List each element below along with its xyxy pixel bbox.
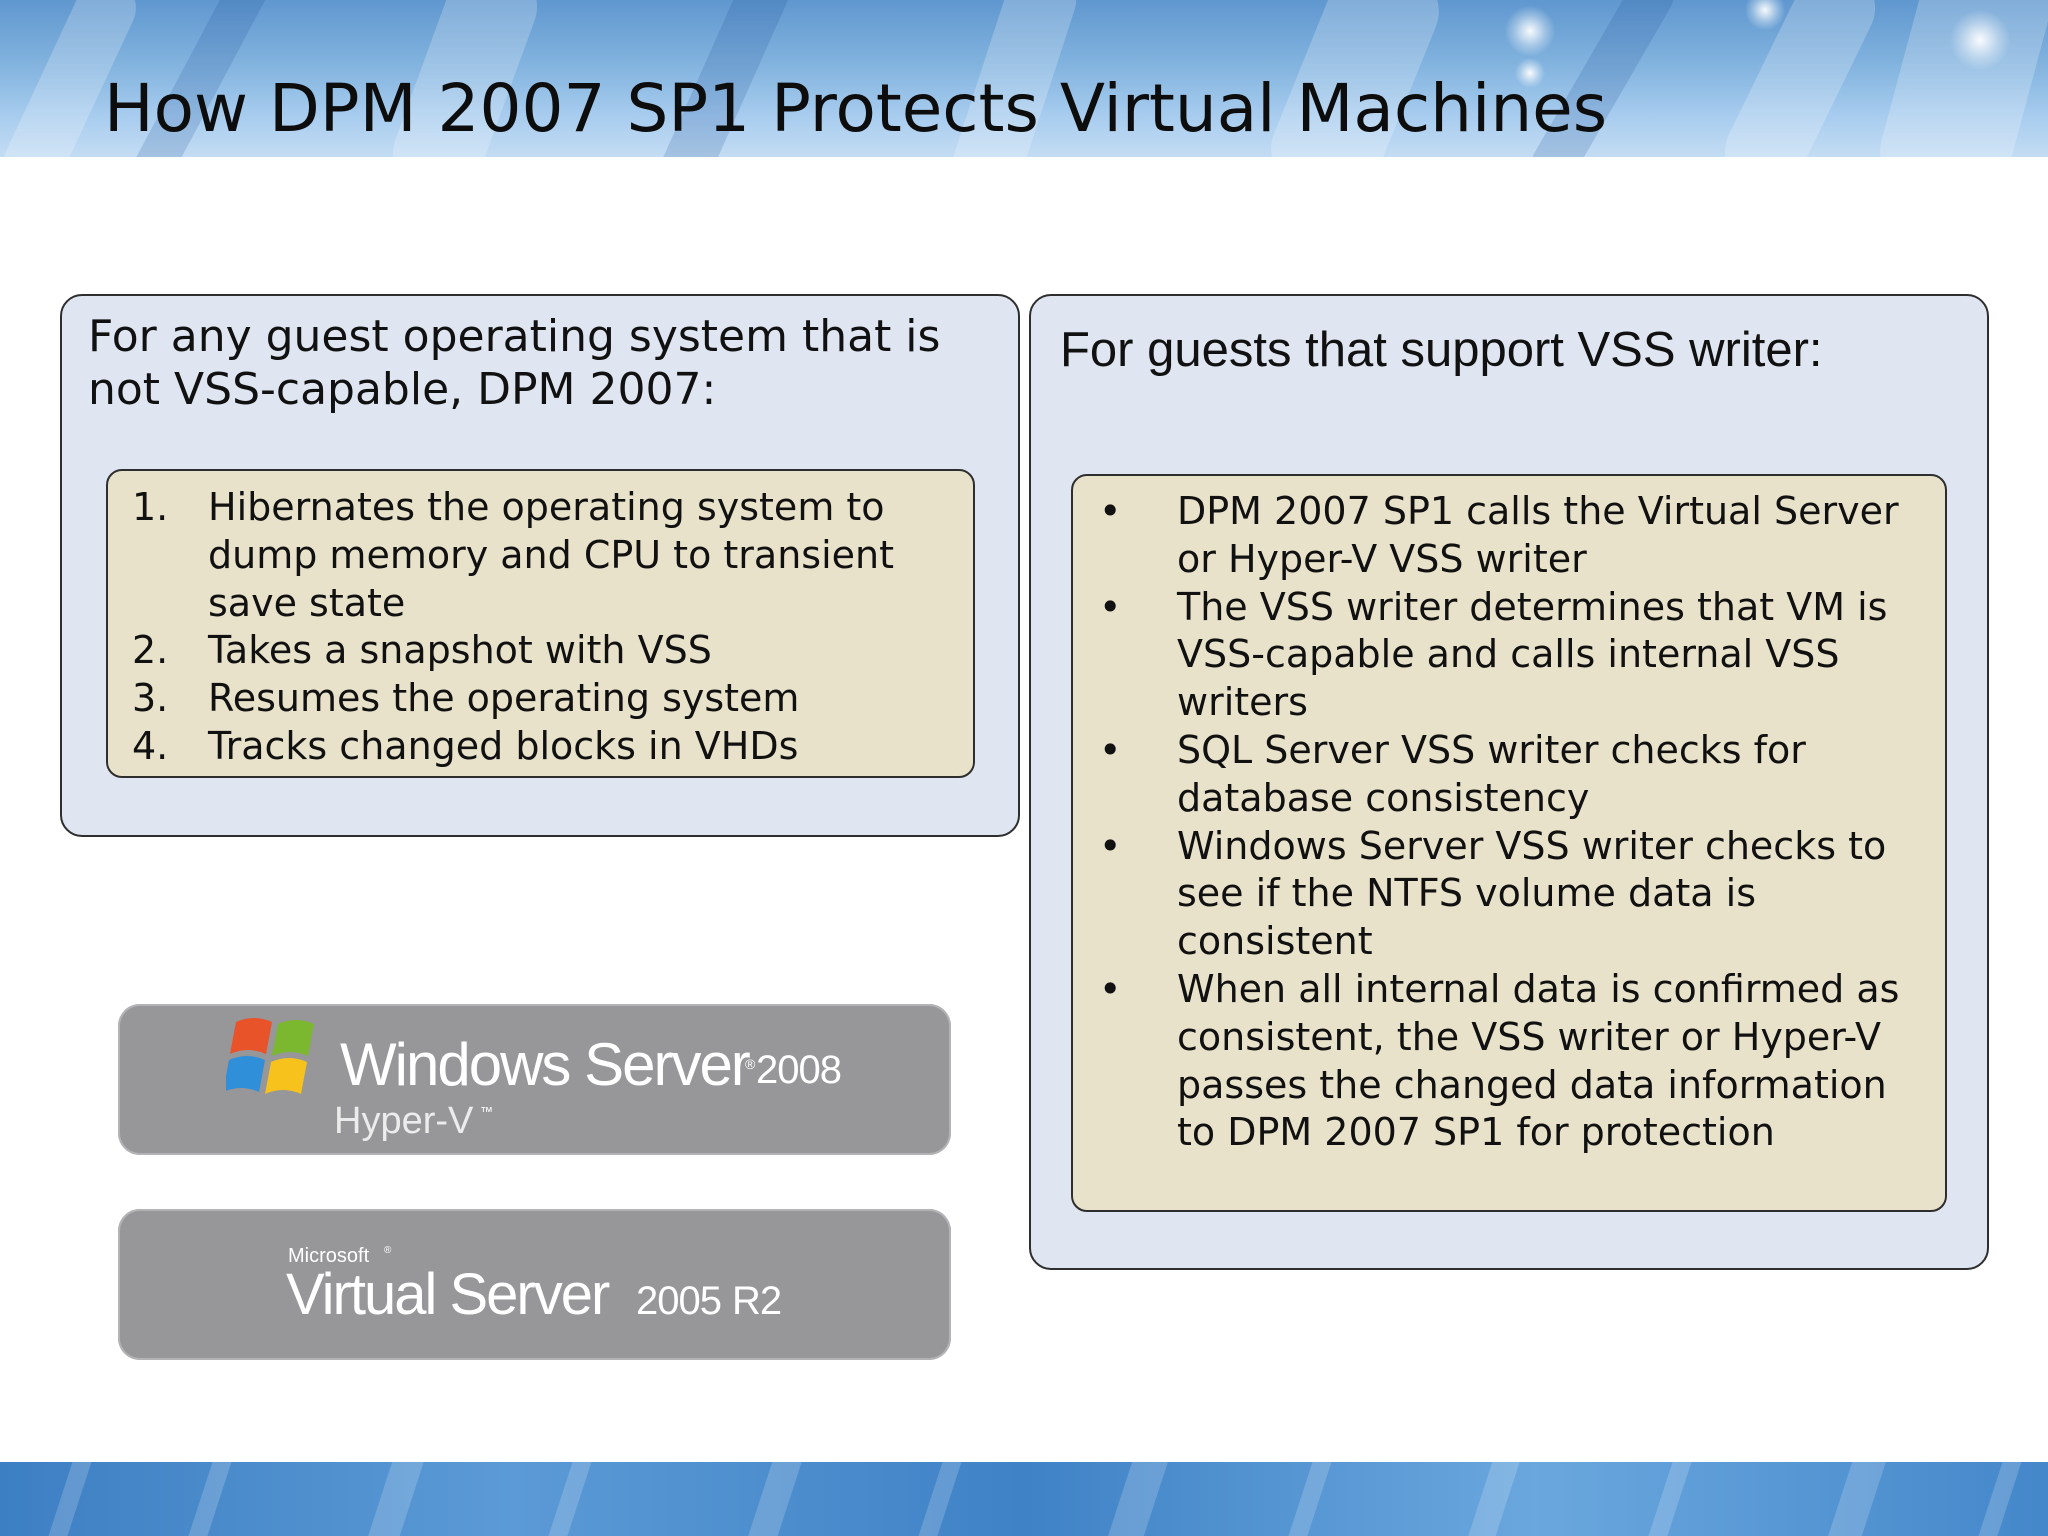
- right-panel-heading: For guests that support VSS writer:: [1060, 323, 1823, 377]
- bullet-marker: •: [1099, 584, 1122, 629]
- step-text: Resumes the operating system: [208, 676, 800, 721]
- slide-title: How DPM 2007 SP1 Protects Virtual Machin…: [104, 70, 1608, 147]
- list-item: • The VSS writer determines that VM is V…: [1071, 584, 1921, 727]
- bullet-text: Windows Server VSS writer checks to see …: [1177, 823, 1887, 964]
- bullet-marker: •: [1099, 823, 1122, 868]
- bullet-text: When all internal data is confirmed as c…: [1177, 966, 1900, 1155]
- bullet-list: • DPM 2007 SP1 calls the Virtual Server …: [1071, 488, 1921, 1157]
- step-text: Takes a snapshot with VSS: [208, 628, 712, 673]
- virtual-server-release: R2: [732, 1279, 782, 1323]
- hyper-v-tm: ™: [480, 1104, 493, 1119]
- bullet-text: DPM 2007 SP1 calls the Virtual Server or…: [1177, 489, 1899, 581]
- list-item: • Windows Server VSS writer checks to se…: [1071, 823, 1921, 966]
- left-steps-box: [106, 469, 975, 778]
- virtual-server-name: Virtual Server: [286, 1262, 610, 1327]
- steps-list: 1. Hibernates the operating system to du…: [132, 484, 962, 771]
- bullet-text: The VSS writer determines that VM is VSS…: [1177, 584, 1888, 725]
- windows-server-logo-card: Windows Server ® 2008 Hyper-V ™: [118, 1004, 951, 1155]
- bullet-marker: •: [1099, 966, 1122, 1011]
- hyper-v-label: Hyper-V: [334, 1100, 474, 1142]
- list-item: 4. Tracks changed blocks in VHDs: [132, 723, 962, 771]
- list-item: 2. Takes a snapshot with VSS: [132, 627, 962, 675]
- bullet-marker: •: [1099, 489, 1122, 533]
- left-panel-heading: For any guest operating system that is n…: [88, 311, 941, 415]
- header-banner: How DPM 2007 SP1 Protects Virtual Machin…: [0, 0, 2048, 157]
- microsoft-brand: Microsoft: [288, 1245, 370, 1267]
- windows-server-version: 2008: [756, 1048, 842, 1092]
- list-item: • When all internal data is confirmed as…: [1071, 966, 1921, 1157]
- right-bullets-box: [1071, 474, 1947, 1212]
- step-number: 2.: [132, 628, 169, 673]
- bullet-marker: •: [1099, 727, 1122, 772]
- list-item: • SQL Server VSS writer checks for datab…: [1071, 727, 1921, 823]
- step-text: Tracks changed blocks in VHDs: [208, 723, 799, 768]
- windows-server-name: Windows Server: [340, 1031, 751, 1098]
- step-number: 1.: [132, 485, 169, 529]
- list-item: 3. Resumes the operating system: [132, 675, 962, 723]
- footer-banner: [0, 1462, 2048, 1536]
- microsoft-reg: ®: [384, 1245, 392, 1256]
- list-item: 1. Hibernates the operating system to du…: [132, 484, 962, 627]
- windows-server-reg: ®: [745, 1056, 756, 1072]
- step-number: 4.: [132, 723, 169, 768]
- virtual-server-logo-card: Microsoft ® Virtual Server 2005 R2: [118, 1209, 951, 1360]
- list-item: • DPM 2007 SP1 calls the Virtual Server …: [1071, 488, 1921, 584]
- step-text: Hibernates the operating system to dump …: [208, 485, 895, 625]
- virtual-server-version: 2005: [636, 1279, 722, 1323]
- bullet-text: SQL Server VSS writer checks for databas…: [1177, 727, 1806, 820]
- windows-flag-icon: [226, 1018, 314, 1094]
- step-number: 3.: [132, 676, 169, 721]
